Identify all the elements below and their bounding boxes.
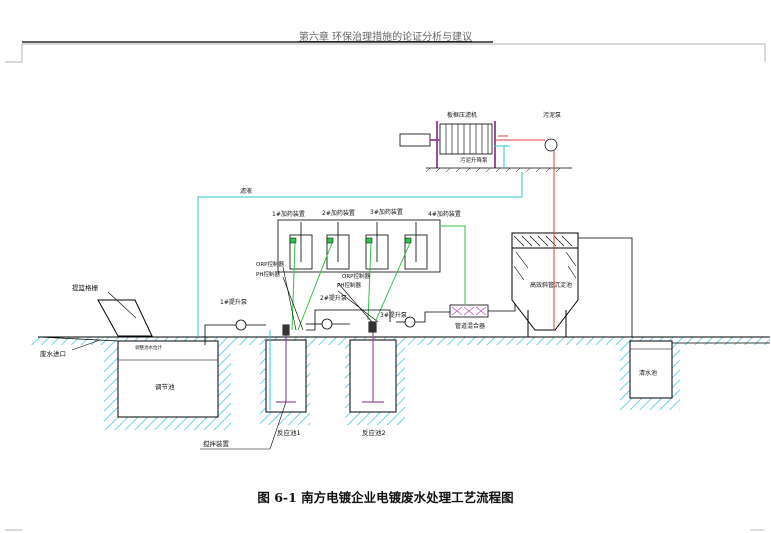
- tank-note-label: 调整池水位计: [135, 344, 162, 351]
- clarifier-body: [511, 247, 579, 331]
- mixer-tank-2: [362, 321, 384, 403]
- filtrate-label: 滤液: [240, 187, 252, 195]
- lift-pump-1-label: 1#提升泵: [220, 298, 247, 306]
- reaction-tank-2-label: 反应池2: [362, 428, 386, 437]
- dosing-frame: [277, 219, 441, 273]
- dosing-lines: [291, 225, 466, 331]
- filter-press-base-hatch: [425, 167, 561, 173]
- grate-leader: [107, 291, 137, 319]
- mixer-leader-2: [269, 401, 287, 450]
- dosing-pumps: [289, 237, 412, 244]
- grate-channel: [97, 299, 153, 337]
- filtrate-lines: [197, 145, 523, 410]
- pipe-mixer-to-clarifier: [488, 295, 516, 312]
- pipe-tank1-overflow: [306, 309, 391, 331]
- orp-controller-2-label: ORP控制器: [342, 272, 370, 280]
- orp-controller-1-label: ORP控制器: [256, 260, 284, 268]
- pipe-pump3-to-mixer: [415, 311, 450, 323]
- ph-controller-2-label: PH控制器: [337, 281, 361, 289]
- lift-pump-1: [230, 319, 266, 331]
- dosing-1-label: 1#加药装置: [272, 210, 305, 218]
- equalization-tank: [117, 340, 219, 418]
- figure-caption: 图 6-1 南方电镀企业电镀废水处理工艺流程图: [257, 490, 514, 505]
- pipe-clarifier-to-clearwater: [578, 237, 633, 337]
- clear-water-tank-label: 清水池: [639, 369, 657, 377]
- lift-pump-2-label: 2#提升泵: [320, 294, 347, 302]
- filter-press: [399, 123, 493, 155]
- filter-press-plates: [445, 124, 489, 154]
- wastewater-inlet-pipe: [39, 336, 119, 342]
- lift-pump-3-label: 3#提升泵: [380, 311, 407, 319]
- sludge-pump-label: 污泥泵: [543, 111, 561, 119]
- dosing-4-label: 4#加药装置: [428, 210, 461, 218]
- sludge-lift-pump-label: 污泥升降泵: [460, 156, 488, 164]
- dosing-2-label: 2#加药装置: [322, 209, 355, 217]
- sludge-pump: [544, 138, 558, 152]
- equalization-tank-label: 调节池: [155, 382, 175, 391]
- pipe-mixer-label: 管道混合器: [455, 322, 485, 330]
- inlet-leader: [71, 339, 101, 351]
- page-header: 第六章 环保治理措施的论证分析与建议: [0, 28, 771, 43]
- dosing-3-label: 3#加药装置: [370, 208, 403, 216]
- mixer-device-label: 搅拌装置: [203, 439, 230, 448]
- grate-label: 提篮格栅: [72, 283, 99, 292]
- chapter-title: 第六章 环保治理措施的论证分析与建议: [298, 32, 473, 43]
- filter-press-label: 板框压滤机: [447, 111, 477, 119]
- sludge-lines: [495, 135, 555, 330]
- page-frame: [5, 43, 766, 63]
- pipe-mixer-hatch: [451, 306, 487, 316]
- clear-water-tank: [629, 340, 673, 399]
- lift-pump-2: [306, 318, 350, 330]
- reaction-tank-1-label: 反应池1: [277, 428, 301, 437]
- wastewater-inlet-label: 废水进口: [40, 349, 66, 358]
- ph-controller-1-label: PH控制器: [256, 270, 280, 278]
- dosing-agitators: [300, 222, 417, 262]
- controller-leaders: [282, 266, 379, 331]
- filter-press-frame: [430, 121, 496, 168]
- clarifier-label: 高效斜管沉淀池: [530, 281, 572, 289]
- clarifier-top: [511, 232, 579, 249]
- pipe-eq-to-pump1: [204, 324, 230, 345]
